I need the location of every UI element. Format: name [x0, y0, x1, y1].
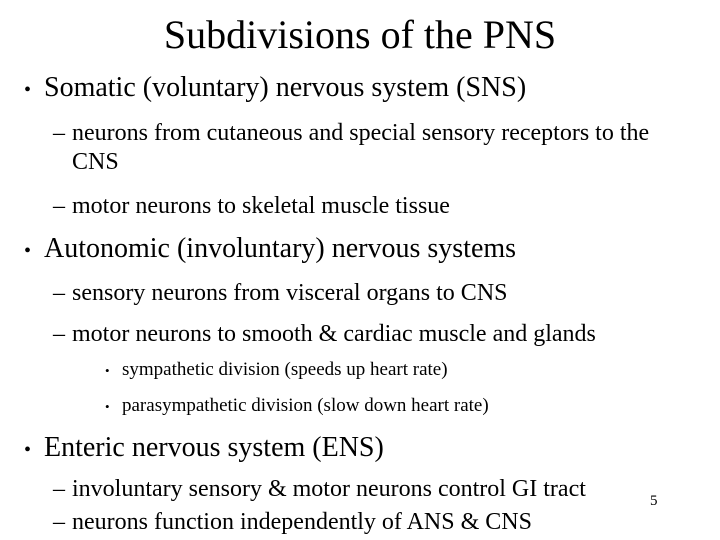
dash-icon: –	[53, 476, 65, 502]
dash-icon: –	[53, 120, 65, 146]
sub-bullet-gi-tract-label: involuntary sensory & motor neurons cont…	[72, 476, 586, 502]
bullet-enteric: • Enteric nervous system (ENS)	[0, 434, 720, 464]
bullet-icon: •	[105, 363, 110, 378]
sub-bullet-skeletal-muscle: – motor neurons to skeletal muscle tissu…	[0, 192, 720, 221]
sub-bullet-gi-tract: – involuntary sensory & motor neurons co…	[0, 475, 720, 504]
sub-sub-bullet-parasympathetic-label: parasympathetic division (slow down hear…	[122, 395, 489, 416]
bullet-icon: •	[24, 439, 32, 461]
sub-bullet-smooth-cardiac-label: motor neurons to smooth & cardiac muscle…	[72, 321, 596, 347]
dash-icon: –	[53, 321, 65, 347]
bullet-autonomic: • Autonomic (involuntary) nervous system…	[0, 235, 720, 265]
sub-bullet-visceral-organs-label: sensory neurons from visceral organs to …	[72, 280, 508, 306]
sub-bullet-cutaneous-receptors: – neurons from cutaneous and special sen…	[0, 119, 720, 177]
dash-icon: –	[53, 280, 65, 306]
bullet-icon: •	[105, 399, 110, 414]
dash-icon: –	[53, 509, 65, 535]
sub-bullet-skeletal-muscle-label: motor neurons to skeletal muscle tissue	[72, 193, 450, 219]
sub-bullet-cutaneous-receptors-label: neurons from cutaneous and special senso…	[72, 120, 650, 175]
sub-sub-bullet-sympathetic-label: sympathetic division (speeds up heart ra…	[122, 359, 448, 380]
bullet-icon: •	[24, 79, 32, 101]
sub-sub-bullet-sympathetic: • sympathetic division (speeds up heart …	[0, 358, 720, 382]
bullet-enteric-label: Enteric nervous system (ENS)	[44, 432, 384, 463]
dash-icon: –	[53, 193, 65, 219]
sub-bullet-independent-neurons: – neurons function independently of ANS …	[0, 508, 720, 537]
slide-body: • Somatic (voluntary) nervous system (SN…	[0, 74, 720, 537]
bullet-icon: •	[24, 240, 32, 262]
bullet-somatic-label: Somatic (voluntary) nervous system (SNS)	[44, 72, 527, 103]
bullet-autonomic-label: Autonomic (involuntary) nervous systems	[44, 233, 517, 264]
sub-bullet-smooth-cardiac: – motor neurons to smooth & cardiac musc…	[0, 320, 720, 349]
page-number: 5	[650, 493, 658, 509]
sub-sub-bullet-parasympathetic: • parasympathetic division (slow down he…	[0, 394, 720, 418]
sub-bullet-visceral-organs: – sensory neurons from visceral organs t…	[0, 279, 720, 308]
slide-title: Subdivisions of the PNS	[163, 12, 557, 57]
bullet-somatic: • Somatic (voluntary) nervous system (SN…	[0, 74, 720, 104]
sub-bullet-independent-neurons-label: neurons function independently of ANS & …	[72, 509, 532, 535]
